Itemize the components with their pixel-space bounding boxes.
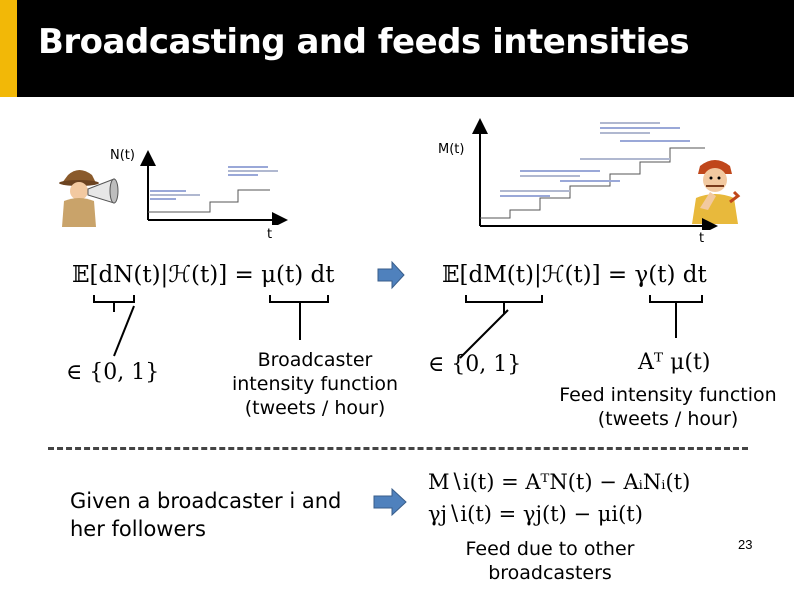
- brace-dn: [93, 295, 135, 303]
- left-plot-ylabel: N(t): [110, 148, 135, 163]
- feed-intensity-line2: (tweets / hour): [597, 408, 739, 430]
- feed-intensity-line1: Feed intensity function: [559, 384, 777, 406]
- right-arrow-icon: [377, 260, 405, 290]
- feed-due-line2: broadcasters: [488, 562, 612, 584]
- title-bar: [0, 0, 794, 97]
- membership-right: ∈ {0, 1}: [428, 352, 522, 377]
- left-plot-xlabel: t: [267, 227, 273, 242]
- brace-mu: [269, 295, 329, 303]
- given-text: Given a broadcaster i and her followers: [70, 487, 341, 543]
- left-plot: [140, 150, 288, 225]
- left-plot-step: [148, 189, 270, 213]
- listener-cartoon-icon: [692, 160, 741, 224]
- feed-due-line1: Feed due to other: [465, 538, 635, 560]
- brace-dm: [465, 295, 543, 303]
- slide-title: Broadcasting and feeds intensities: [38, 22, 690, 62]
- title-accent: [0, 0, 17, 97]
- broadcaster-label-line3: (tweets / hour): [244, 397, 386, 419]
- feed-rate-equation: Aᵀ μ(t): [638, 350, 711, 375]
- broadcaster-label-line2: intensity function: [231, 373, 399, 395]
- dashed-divider: [48, 447, 748, 450]
- broadcaster-label: Broadcaster intensity function (tweets /…: [210, 348, 420, 420]
- right-arrow-icon: [373, 487, 407, 517]
- feed-equation: 𝔼[dM(t)|ℋ(t)] = γ(t) dt: [442, 262, 707, 288]
- feed-due-label: Feed due to other broadcasters: [440, 537, 660, 585]
- right-plot: [472, 118, 718, 230]
- right-plot-ylabel: M(t): [438, 142, 465, 157]
- page-number: 23: [738, 537, 753, 552]
- gamma-decomposition-equation: γj∖i(t) = γj(t) − μi(t): [428, 502, 643, 526]
- feed-intensity-label: Feed intensity function (tweets / hour): [548, 383, 788, 431]
- m-decomposition-equation: M∖i(t) = AᵀN(t) − AᵢNᵢ(t): [428, 470, 691, 494]
- broadcaster-label-line1: Broadcaster: [257, 349, 373, 371]
- given-text-line2: her followers: [70, 517, 206, 541]
- pointer-right: [459, 309, 509, 359]
- right-plot-step: [480, 147, 705, 219]
- membership-left: ∈ {0, 1}: [66, 360, 160, 385]
- pointer-left: [113, 305, 135, 357]
- brace-gamma: [649, 295, 703, 303]
- broadcaster-cartoon-icon: [59, 170, 119, 227]
- broadcast-equation: 𝔼[dN(t)|ℋ(t)] = μ(t) dt: [72, 262, 335, 288]
- given-text-line1: Given a broadcaster i and: [70, 489, 342, 513]
- right-plot-xlabel: t: [699, 231, 705, 246]
- annotation-lines: [93, 295, 703, 359]
